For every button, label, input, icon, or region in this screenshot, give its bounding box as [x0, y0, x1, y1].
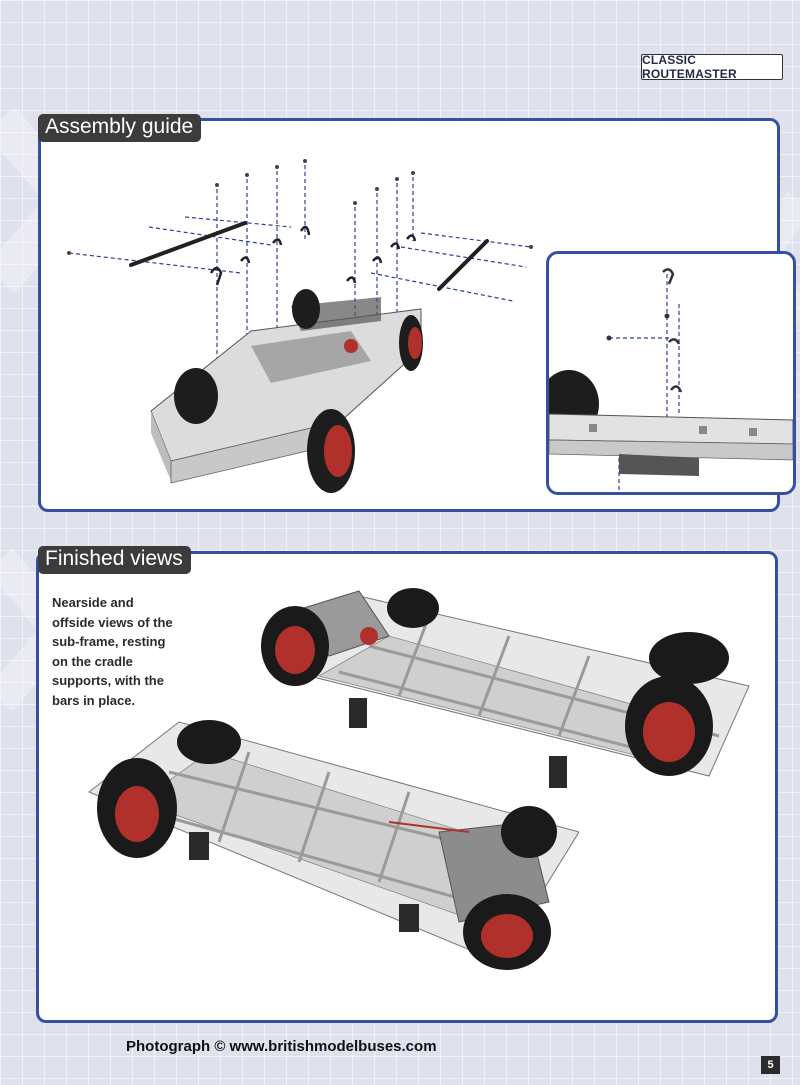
- photo-credit: Photograph © www.britishmodelbuses.com: [126, 1038, 437, 1055]
- finished-views-panel: Nearside and offside views of the sub-fr…: [36, 551, 778, 1023]
- detail-closeup-diagram: [549, 268, 793, 490]
- chassis-offside-photo: [88, 720, 579, 970]
- finished-views-caption: Nearside and offside views of the sub-fr…: [52, 593, 192, 710]
- assembly-detail-inset: [546, 251, 796, 495]
- caption-line: Nearside and: [52, 595, 134, 610]
- exploded-chassis-diagram: [67, 159, 533, 493]
- assembly-guide-title: Assembly guide: [38, 114, 202, 142]
- chassis-nearside-photo: [261, 588, 750, 788]
- caption-line: bars in place.: [52, 692, 136, 708]
- caption-line: sub-frame, resting: [52, 634, 166, 649]
- caption-line: supports, with the: [52, 673, 164, 688]
- finished-views-title: Finished views: [38, 546, 191, 574]
- series-title-badge: CLASSIC ROUTEMASTER: [641, 53, 783, 81]
- caption-line: on the cradle: [52, 653, 133, 669]
- page-number: 5: [761, 1056, 780, 1074]
- caption-line: offside views of the: [52, 614, 173, 630]
